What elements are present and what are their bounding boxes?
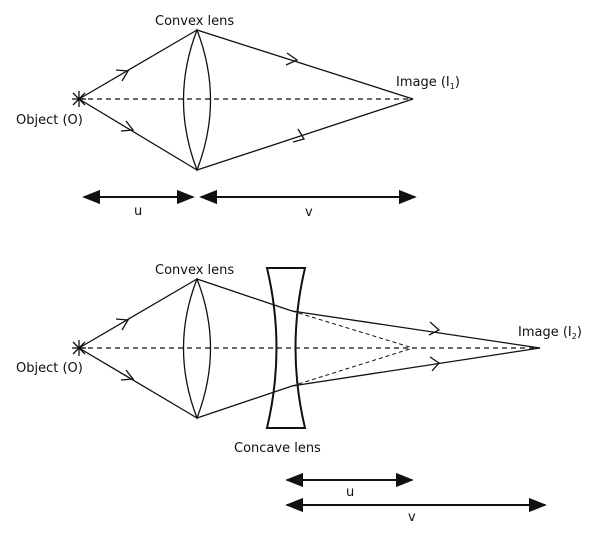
ray-arrow-icon [115, 69, 130, 82]
top-lens-label: Convex lens [155, 14, 234, 29]
bottom-v-label: v [408, 510, 416, 525]
ray-arrow-icon [429, 356, 440, 372]
ray-lower-incident [78, 98, 198, 171]
ray-arrow-icon [428, 321, 441, 336]
ray-upper-virtual [291, 310, 414, 349]
ray-arrow-icon [292, 128, 305, 143]
bottom-convex-label: Convex lens [155, 263, 234, 278]
bottom-u-label: u [346, 485, 354, 500]
ray-arrow-icon [120, 369, 135, 381]
ray-lower-virtual [291, 347, 414, 387]
ray-upper-refracted [196, 29, 414, 100]
top-image-label: Image (I1) [396, 75, 460, 91]
ray-upper-between [196, 278, 293, 312]
ray-upper-incident [78, 29, 198, 100]
bottom-object-label: Object (O) [16, 361, 83, 376]
top-u-label: u [134, 204, 142, 219]
bottom-diagram [72, 267, 547, 513]
ray-arrow-icon [120, 120, 135, 132]
ray-lower-incident [78, 347, 198, 419]
ray-arrow-icon [285, 52, 299, 66]
convex-lens [182, 28, 212, 172]
top-v-label: v [305, 205, 313, 220]
ray-upper-incident [78, 278, 198, 349]
ray-lower-refracted [196, 98, 414, 171]
ray-lower-refracted [291, 347, 541, 387]
top-object-label: Object (O) [16, 113, 83, 128]
ray-lower-between [196, 385, 293, 419]
ray-upper-refracted [291, 310, 541, 349]
top-diagram [72, 28, 417, 205]
ray-arrow-icon [115, 318, 130, 331]
bottom-concave-label: Concave lens [234, 441, 321, 456]
bottom-image-label: Image (I2) [518, 325, 582, 341]
concave-lens [265, 267, 307, 429]
